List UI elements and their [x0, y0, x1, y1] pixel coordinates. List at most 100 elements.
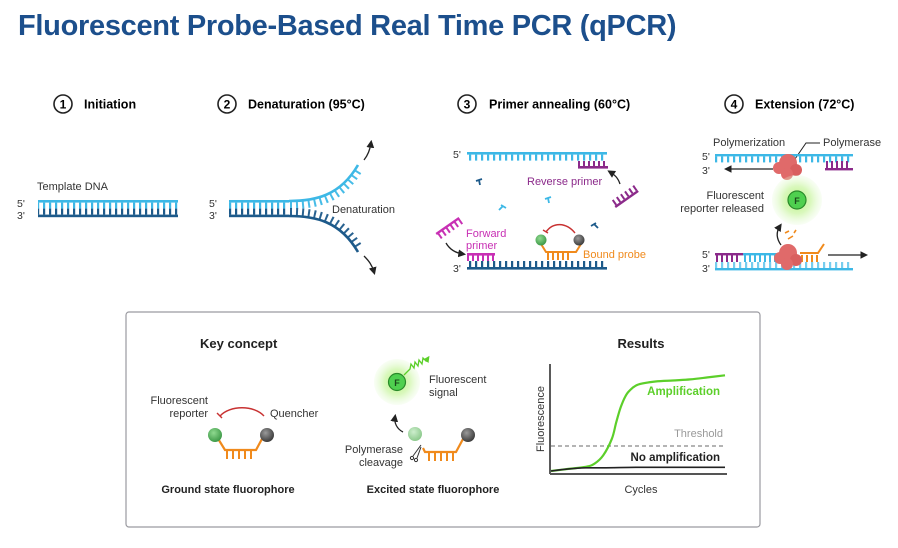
released-reporter — [408, 427, 422, 441]
quencher — [461, 428, 475, 442]
step-number-badge — [217, 94, 237, 114]
threshold-label: Threshold — [674, 428, 723, 440]
step-label: Primer annealing (60°C) — [489, 98, 630, 112]
step-number: 2 — [224, 98, 231, 112]
y-axis-label: Fluorescence — [535, 386, 547, 452]
dna-strand-top — [288, 164, 360, 203]
fluorescent-reporter-label: Fluorescent — [151, 395, 208, 407]
polymerase-enzyme — [774, 244, 802, 270]
fluorescent-signal-label: signal — [429, 387, 458, 399]
reporter-released-label: Fluorescent — [707, 190, 764, 202]
excited-state-caption: Excited state fluorophore — [367, 484, 500, 496]
free-forward-primer — [435, 216, 464, 240]
three-prime-label: 3' — [17, 210, 25, 222]
bound-probe-label: Bound probe — [583, 249, 646, 261]
step-number-badge — [53, 94, 73, 114]
three-prime-label: 3' — [453, 263, 461, 275]
results-chart: Results Fluorescence Cycles Threshold Am… — [535, 336, 727, 496]
quencher-label: Quencher — [270, 408, 319, 420]
three-prime-label: 3' — [702, 165, 710, 177]
reporter-released-label: reporter released — [680, 203, 764, 215]
series-label-amplification: Amplification — [647, 386, 720, 398]
reverse-primer-bound — [578, 161, 608, 169]
key-concept-heading: Key concept — [200, 336, 278, 351]
five-prime-label: 5' — [209, 198, 217, 210]
five-prime-label: 5' — [17, 198, 25, 210]
fluorescent-reporter-label: reporter — [169, 408, 208, 420]
extension: Polymerization Polymerase 5' 3' F Fluore… — [680, 137, 881, 275]
fluorescent-reporter — [208, 428, 222, 442]
arrow-icon — [445, 242, 467, 258]
key-concept: Key concept Fluorescent reporter Quenche… — [151, 336, 500, 496]
inhibition-arc — [545, 223, 576, 234]
dna-strand-top — [38, 200, 178, 203]
series-line-amplification — [550, 374, 726, 473]
fluorescent-signal-label: Fluorescent — [429, 374, 486, 386]
five-prime-label: 5' — [702, 151, 710, 163]
dna-strand-bottom — [467, 267, 607, 270]
fluorophore-letter: F — [794, 196, 800, 206]
dna-rungs — [38, 202, 178, 209]
template-dna: Template DNA 5' 3' — [17, 181, 178, 222]
five-prime-label: 5' — [453, 149, 461, 161]
inhibition-arc — [219, 407, 265, 417]
three-prime-label: 3' — [702, 263, 710, 275]
quencher — [573, 234, 585, 246]
ground-state-caption: Ground state fluorophore — [161, 484, 294, 496]
free-reverse-primer — [611, 185, 639, 208]
step-4-header: 4 Extension (72°C) — [724, 94, 854, 114]
chart-title: Results — [618, 336, 665, 351]
polymerization-label: Polymerization — [713, 137, 785, 149]
step-number-badge — [457, 94, 477, 114]
arrow-icon — [390, 413, 404, 433]
emission-wave-icon — [403, 355, 430, 376]
ground-state-probe — [208, 428, 274, 459]
arrow-icon — [363, 139, 375, 161]
series-label-no-amplification: No amplification — [631, 452, 720, 464]
five-prime-label: 5' — [702, 249, 710, 261]
series-line-no-amplification — [550, 466, 725, 472]
forward-primer-bound — [467, 253, 495, 261]
step-number: 1 — [60, 98, 67, 112]
page-title: Fluorescent Probe-Based Real Time PCR (q… — [18, 10, 677, 42]
fluorophore-icon — [387, 372, 407, 392]
three-prime-label: 3' — [209, 210, 217, 222]
fluorophore-letter: F — [394, 378, 400, 388]
forward-primer-label: primer — [466, 240, 498, 252]
fluorophore-icon — [787, 190, 807, 210]
template-dna-label: Template DNA — [37, 181, 109, 193]
step-1-header: 1 Initiation — [53, 94, 136, 114]
arrow-icon — [774, 223, 782, 246]
probe-fragments — [784, 229, 797, 240]
polymerase-cleavage-label: Polymerase — [345, 444, 403, 456]
step-label: Extension (72°C) — [755, 98, 854, 112]
scissors-icon — [409, 444, 422, 463]
reverse-primer-label: Reverse primer — [527, 176, 603, 188]
arrow-icon — [607, 170, 621, 185]
callout-line — [794, 142, 820, 160]
bound-probe — [535, 223, 585, 260]
denaturing-dna: 5' 3' Denaturation — [209, 139, 395, 275]
dna-strand-bottom — [288, 214, 360, 253]
dna-strand-top — [467, 152, 607, 155]
step-2-header: 2 Denaturation (95°C) — [217, 94, 365, 114]
denaturation-label: Denaturation — [332, 204, 395, 216]
step-label: Denaturation (95°C) — [248, 98, 365, 112]
fluorescent-reporter — [535, 234, 547, 246]
dna-strand-bottom — [38, 214, 178, 218]
arrow-icon — [363, 255, 377, 275]
polymerase-cleavage-label: cleavage — [359, 457, 403, 469]
excited-state-probe — [408, 427, 475, 461]
primer-annealing: 5' Reverse primer Forward primer — [435, 149, 646, 275]
quencher — [260, 428, 274, 442]
dna-rungs — [38, 208, 178, 215]
step-3-header: 3 Primer annealing (60°C) — [457, 94, 630, 114]
step-number: 4 — [731, 98, 738, 112]
free-nucleotides — [475, 178, 599, 229]
polymerase-label: Polymerase — [823, 137, 881, 149]
step-number: 3 — [464, 98, 471, 112]
x-axis-label: Cycles — [624, 484, 658, 496]
forward-primer-label: Forward — [466, 228, 506, 240]
step-label: Initiation — [84, 98, 136, 112]
